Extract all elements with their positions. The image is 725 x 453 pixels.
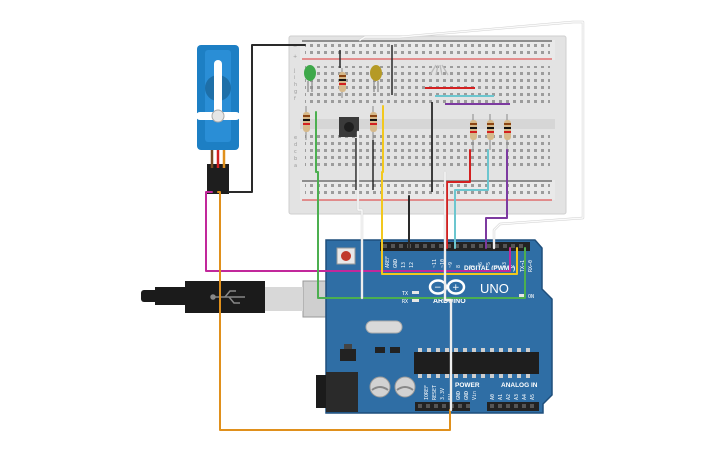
analog-header bbox=[487, 402, 539, 411]
svg-text:AREF: AREF bbox=[385, 256, 391, 268]
svg-text:~10: ~10 bbox=[440, 259, 446, 268]
svg-text:GND: GND bbox=[464, 391, 470, 400]
svg-text:TX→1: TX→1 bbox=[520, 260, 526, 272]
svg-text:j: j bbox=[293, 68, 295, 74]
svg-text:GND: GND bbox=[456, 391, 462, 400]
svg-text:f: f bbox=[294, 96, 296, 102]
svg-text:ON: ON bbox=[528, 294, 534, 300]
svg-text:A0: A0 bbox=[490, 394, 496, 400]
servo-horn bbox=[196, 60, 240, 123]
wire-servo-signal[interactable] bbox=[205, 191, 511, 272]
wire-green-led[interactable] bbox=[315, 111, 526, 299]
resistor[interactable] bbox=[487, 114, 494, 150]
svg-text:7: 7 bbox=[470, 265, 476, 268]
resistor[interactable] bbox=[303, 106, 310, 140]
svg-text:i: i bbox=[294, 75, 295, 81]
tx-rx-leds: TX RX bbox=[402, 291, 419, 305]
svg-text:A4: A4 bbox=[522, 394, 528, 400]
wire-yellow-led[interactable] bbox=[381, 105, 518, 275]
row-letters: j i h g f e d c b a bbox=[293, 68, 297, 169]
voltage-regulator bbox=[340, 344, 356, 361]
svg-text:g: g bbox=[294, 89, 297, 95]
wire-rgb-red[interactable] bbox=[446, 149, 471, 249]
terminal-strip-bottom bbox=[305, 133, 550, 170]
rail-minus-label-top: − bbox=[293, 44, 297, 50]
crystal bbox=[365, 320, 403, 334]
svg-text:−: − bbox=[434, 283, 442, 293]
svg-text:A3: A3 bbox=[514, 394, 520, 400]
svg-text:RX: RX bbox=[402, 299, 408, 305]
svg-text:4: 4 bbox=[494, 265, 500, 268]
svg-text:h: h bbox=[294, 82, 297, 88]
wire-rgb-cyan[interactable] bbox=[454, 149, 489, 249]
svg-text:13: 13 bbox=[401, 262, 407, 268]
svg-text:~9: ~9 bbox=[448, 262, 454, 268]
center-channel bbox=[300, 119, 555, 129]
svg-text:~6: ~6 bbox=[478, 262, 484, 268]
brand-label: ARDUINO bbox=[433, 298, 466, 305]
reset-button[interactable] bbox=[336, 247, 356, 265]
wire-servo-power[interactable] bbox=[217, 191, 451, 431]
dc-power-jack[interactable] bbox=[316, 372, 358, 412]
left-pin-labels: AREF GND 13 12 bbox=[385, 256, 415, 268]
resistor[interactable] bbox=[339, 68, 346, 98]
power-header-label: POWER bbox=[455, 382, 480, 389]
svg-text:b: b bbox=[294, 156, 297, 162]
svg-text:IOREF: IOREF bbox=[424, 385, 430, 400]
wire-rgb-purple[interactable] bbox=[485, 149, 508, 249]
green-led[interactable] bbox=[304, 65, 316, 92]
analog-pin-labels: A0 A1 A2 A3 A4 A5 bbox=[490, 394, 536, 400]
capacitors bbox=[369, 376, 416, 398]
wire-servo-gnd[interactable] bbox=[228, 44, 306, 193]
svg-text:+: + bbox=[452, 283, 460, 293]
servo-motor[interactable] bbox=[196, 45, 240, 194]
resistor[interactable] bbox=[370, 106, 377, 140]
svg-text:d: d bbox=[294, 142, 297, 148]
svg-text:2: 2 bbox=[510, 265, 516, 268]
pushbutton[interactable] bbox=[339, 117, 359, 137]
svg-text:GND: GND bbox=[393, 259, 399, 268]
svg-text:Vin: Vin bbox=[472, 391, 478, 400]
svg-text:~11: ~11 bbox=[432, 259, 438, 268]
svg-text:e: e bbox=[294, 135, 297, 141]
atmega-chip bbox=[414, 348, 539, 378]
breadboard: − + j i h g f e d c b a bbox=[288, 35, 567, 215]
smd-chip bbox=[375, 347, 385, 353]
wire-white-power[interactable] bbox=[359, 21, 584, 249]
yellow-led[interactable] bbox=[370, 65, 382, 92]
svg-text:A5: A5 bbox=[530, 394, 536, 400]
svg-text:8: 8 bbox=[456, 265, 462, 268]
rgb-led[interactable] bbox=[429, 64, 449, 76]
svg-text:A2: A2 bbox=[506, 394, 512, 400]
usb-cable[interactable] bbox=[141, 281, 265, 313]
digital-header-label: DIGITAL (PWM~) bbox=[464, 265, 515, 272]
svg-text:3.3V: 3.3V bbox=[440, 388, 446, 400]
analog-header-label: ANALOG IN bbox=[501, 382, 538, 389]
wire-white-5v[interactable] bbox=[444, 171, 452, 411]
svg-text:a: a bbox=[294, 163, 297, 169]
servo-connector bbox=[207, 164, 229, 194]
power-led: ON bbox=[519, 294, 534, 300]
wire-white-button[interactable] bbox=[357, 131, 363, 299]
resistor[interactable] bbox=[504, 114, 511, 150]
smd-chip bbox=[390, 347, 400, 353]
arduino-uno[interactable]: AREF GND 13 12 ~11 ~10 ~9 8 7 ~6 ~5 4 ~3… bbox=[265, 239, 553, 414]
digital-pin-labels: ~11 ~10 ~9 8 7 ~6 ~5 4 ~3 2 TX→1 RX←0 bbox=[432, 259, 534, 272]
svg-text:12: 12 bbox=[409, 262, 415, 268]
svg-text:~3: ~3 bbox=[502, 262, 508, 268]
model-label: UNO bbox=[480, 281, 509, 296]
resistor[interactable] bbox=[470, 114, 477, 150]
svg-text:TX: TX bbox=[402, 291, 408, 297]
svg-text:c: c bbox=[294, 149, 297, 155]
rail-plus-label-top: + bbox=[293, 54, 297, 60]
svg-text:RESET: RESET bbox=[432, 385, 438, 400]
svg-text:~5: ~5 bbox=[486, 262, 492, 268]
svg-text:RX←0: RX←0 bbox=[528, 260, 534, 272]
svg-text:A1: A1 bbox=[498, 394, 504, 400]
